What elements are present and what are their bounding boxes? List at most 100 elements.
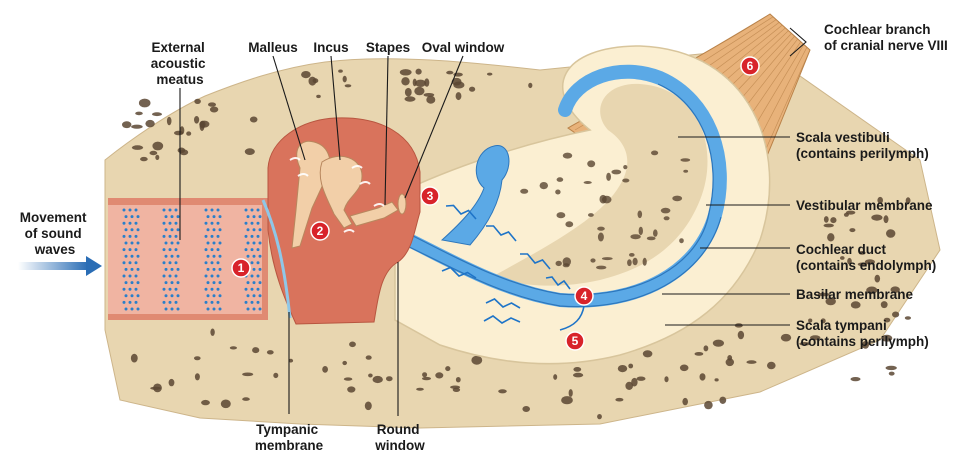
bone-pore xyxy=(244,148,255,156)
bone-pore xyxy=(209,106,219,113)
bone-pore xyxy=(555,260,562,267)
sound-dot xyxy=(206,228,210,232)
bone-pore xyxy=(642,350,653,358)
bone-pore xyxy=(704,400,713,410)
leader-malleus xyxy=(272,55,306,161)
label-movement: Movement of sound waves xyxy=(20,210,91,257)
sound-dot xyxy=(216,287,220,291)
bone-pore xyxy=(746,360,757,364)
label-cochlear-nerve: Cochlear branch of cranial nerve VIII xyxy=(824,22,948,53)
sound-dot xyxy=(244,300,248,304)
sound-dot xyxy=(162,261,166,265)
bone-pore xyxy=(445,366,451,372)
step-badge-1: 1 xyxy=(231,258,251,278)
sound-dot xyxy=(170,281,174,285)
bone-pore xyxy=(242,397,250,401)
sound-dot xyxy=(246,241,250,245)
leader-oval-window xyxy=(404,55,464,199)
sound-dot xyxy=(168,221,172,225)
bone-pore xyxy=(881,334,893,342)
sound-dot xyxy=(128,208,132,212)
bone-pore xyxy=(886,229,896,238)
sound-dot xyxy=(174,274,178,278)
sound-dot xyxy=(216,208,220,212)
sound-dot xyxy=(122,287,126,291)
fluid-waves xyxy=(441,204,571,324)
bone-pore xyxy=(625,381,633,390)
step-badge-6: 6 xyxy=(740,56,760,76)
sound-dot xyxy=(134,234,138,238)
bone-pore xyxy=(555,189,561,195)
label-tympanic-membrane: Tympanic membrane xyxy=(255,422,324,453)
sound-dot xyxy=(168,261,172,265)
bone-pore xyxy=(904,316,912,320)
label-basilar-membrane: Basilar membrane xyxy=(796,287,914,302)
bone-pore xyxy=(138,98,151,108)
bone-pore xyxy=(152,141,164,151)
sound-dot xyxy=(252,281,256,285)
bone-pore xyxy=(522,406,530,412)
bone-pore xyxy=(152,112,162,117)
sound-dot xyxy=(164,281,168,285)
sound-dot xyxy=(170,267,174,271)
bone-pore xyxy=(130,353,138,363)
bone-pore xyxy=(780,333,792,342)
sound-dot xyxy=(134,221,138,225)
bone-pore xyxy=(249,116,258,123)
fluid-wave xyxy=(485,298,521,309)
bone-pore xyxy=(415,68,422,75)
bone-pore xyxy=(596,265,607,270)
bone-pore xyxy=(850,301,861,309)
sound-dot xyxy=(250,287,254,291)
bone-pore xyxy=(194,116,200,124)
bone-pore xyxy=(455,377,461,383)
bone-pore xyxy=(471,355,483,365)
bone-pore xyxy=(583,181,592,184)
sound-dot xyxy=(256,248,260,252)
sound-dot xyxy=(162,300,166,304)
svg-text:4: 4 xyxy=(581,289,588,303)
bone-pore xyxy=(426,95,436,104)
bone-pore xyxy=(817,292,830,297)
tympanic-membrane xyxy=(261,199,292,319)
sound-dot xyxy=(216,300,220,304)
bone-pore xyxy=(653,229,658,237)
bone-pore xyxy=(799,342,811,346)
svg-text:5: 5 xyxy=(572,334,579,348)
bone-pore xyxy=(874,274,881,283)
bone-pore xyxy=(208,102,216,107)
sound-dot xyxy=(252,228,256,232)
sound-dot xyxy=(244,221,248,225)
bone-pore xyxy=(562,263,570,268)
bone-pore xyxy=(606,172,611,181)
step-badge-2: 2 xyxy=(310,221,330,241)
bone-pore xyxy=(825,297,836,306)
bone-pore xyxy=(627,259,632,267)
sound-dot xyxy=(250,208,254,212)
bone-pore xyxy=(301,71,311,79)
sound-dot xyxy=(124,294,128,298)
cochlear-duct xyxy=(398,64,727,308)
bone-pore xyxy=(210,328,215,336)
bone-pore xyxy=(712,339,725,347)
sound-dot xyxy=(174,300,178,304)
sound-dot xyxy=(134,274,138,278)
bone-pore xyxy=(597,232,604,242)
sound-dot xyxy=(176,294,180,298)
bone-pore xyxy=(242,372,254,377)
bone-pore xyxy=(342,360,348,366)
bone-pore xyxy=(414,86,425,96)
sound-dot xyxy=(128,287,132,291)
bone-pore xyxy=(820,318,826,324)
bone-pore xyxy=(843,212,849,217)
bone-pore xyxy=(847,257,852,265)
sound-arrow xyxy=(18,256,102,276)
bone-pore xyxy=(561,396,573,405)
bone-pore xyxy=(469,86,476,92)
sound-dot xyxy=(258,254,262,258)
fluid-arrows xyxy=(559,305,585,331)
bone-pore xyxy=(347,386,356,393)
bone-pore xyxy=(562,152,573,159)
bone-pore xyxy=(599,194,607,204)
